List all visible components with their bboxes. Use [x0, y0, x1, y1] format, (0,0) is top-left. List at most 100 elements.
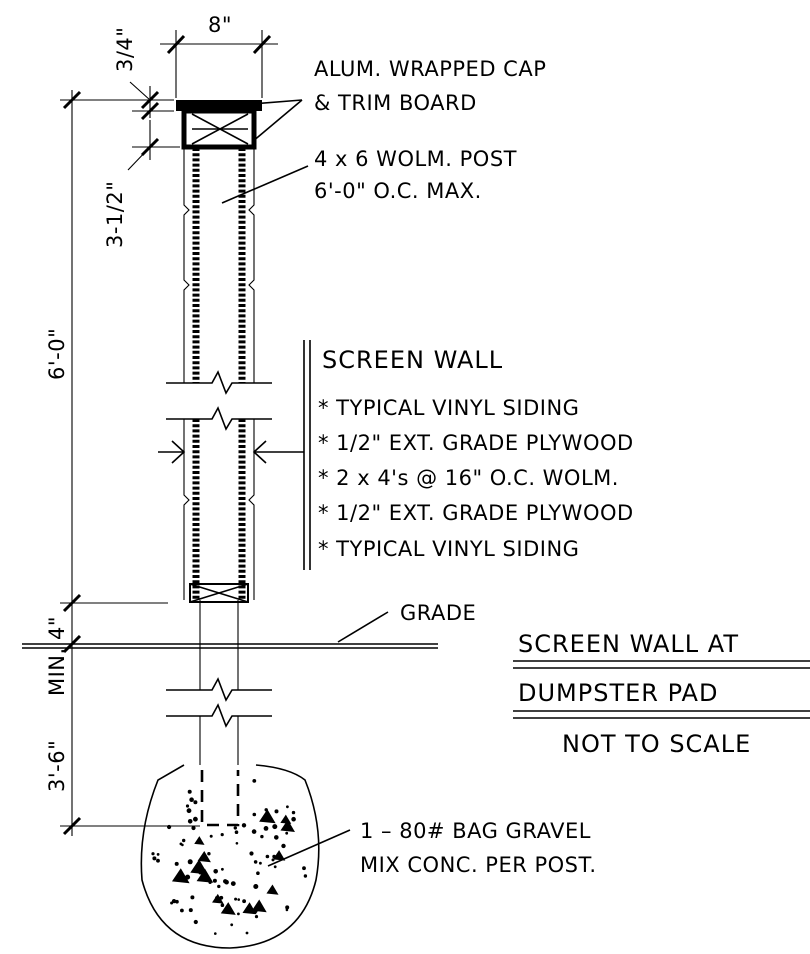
gravel-dot: [230, 881, 236, 886]
bottom-plate: [189, 583, 249, 603]
gravel-stone: [196, 868, 214, 883]
gravel-dot: [253, 884, 259, 889]
dim-trim-height-label: 3-1/2": [103, 181, 127, 248]
dim-embed-min-label: MIN.: [45, 647, 69, 696]
gravel-dot: [187, 859, 193, 865]
gravel-stone: [220, 902, 236, 915]
dim-cap-thickness-label: 3/4": [113, 27, 137, 72]
section-layer-3: * 2 x 4's @ 16" O.C. WOLM.: [318, 466, 619, 490]
post-dashed-outline: [200, 770, 240, 827]
gravel-dot: [186, 808, 192, 814]
gravel-dot: [182, 838, 186, 843]
gravel-dot: [212, 878, 217, 883]
concrete-footing: [140, 764, 320, 949]
gravel-dot: [241, 823, 247, 828]
gravel-stone: [212, 893, 224, 904]
gravel-dot: [213, 869, 218, 874]
gravel-dot: [273, 865, 277, 869]
gravel-dot: [193, 919, 198, 925]
wall-break-lines: [166, 370, 272, 431]
gravel-dot: [224, 879, 229, 885]
footing-outline: [140, 764, 320, 949]
gravel-dot: [189, 797, 194, 802]
gravel-dot: [220, 833, 224, 837]
gravel-stone: [242, 902, 257, 915]
gravel-dot: [235, 842, 239, 845]
callout-cap-line1: ALUM. WRAPPED CAP: [314, 57, 546, 81]
gravel-dot: [191, 825, 196, 831]
gravel-dot: [207, 852, 211, 856]
gravel-dot: [291, 816, 296, 822]
callout-post-line1: 4 x 6 WOLM. POST: [314, 147, 517, 171]
dim-left-vertical: [60, 81, 200, 836]
wall-upper-section: [183, 148, 255, 383]
siding-right-upper: [248, 148, 255, 383]
wall-thickness-arrows: [158, 440, 304, 464]
gravel-dot: [281, 843, 286, 849]
title-line1: SCREEN WALL AT: [518, 630, 739, 658]
siding-left-upper: [183, 148, 190, 383]
siding-right-lower: [248, 419, 255, 600]
gravel-dot: [285, 831, 289, 835]
dim-embed-depth-label: 3'-6": [45, 740, 69, 792]
cap-assembly: [176, 100, 262, 150]
gravel-dot: [252, 812, 257, 817]
gravel-dot: [259, 861, 262, 865]
gravel-dot: [193, 816, 198, 822]
gravel-dot: [237, 912, 240, 916]
gravel-stone: [197, 850, 211, 863]
section-layer-2: * 1/2" EXT. GRADE PLYWOOD: [318, 431, 634, 455]
gravel-dot: [234, 897, 238, 901]
gravel-dot: [263, 826, 269, 831]
section-layer-4: * 1/2" EXT. GRADE PLYWOOD: [318, 501, 634, 525]
gravel-dot: [274, 835, 279, 840]
gravel-aggregate: [151, 779, 308, 935]
gravel-dot: [254, 915, 259, 919]
gravel-dot: [190, 895, 195, 900]
gravel-dot: [209, 834, 213, 838]
post-embedded: [166, 600, 272, 827]
grade-line: [22, 611, 438, 649]
gravel-stone: [259, 809, 276, 824]
title-scale: NOT TO SCALE: [562, 730, 751, 758]
gravel-dot: [233, 826, 237, 830]
gravel-dot: [249, 851, 254, 856]
callout-footing-line1: 1 – 80# BAG GRAVEL: [360, 819, 591, 843]
gravel-dot: [234, 830, 239, 834]
gravel-dot: [187, 789, 192, 794]
wall-lower-section: [183, 419, 255, 603]
trim-board: [181, 108, 257, 150]
gravel-stone: [280, 814, 292, 824]
dim-cap-width-label: 8": [208, 13, 232, 37]
gravel-dot: [256, 871, 260, 875]
gravel-dot: [214, 932, 217, 935]
gravel-dot: [274, 809, 279, 814]
siding-left-lower: [183, 419, 190, 600]
gravel-stone: [266, 884, 279, 895]
gravel-stone: [272, 850, 286, 861]
gravel-dot: [286, 805, 289, 809]
gravel-dot: [156, 853, 160, 856]
section-layer-5: * TYPICAL VINYL SIDING: [318, 537, 579, 561]
callout-footing-line2: MIX CONC. PER POST.: [360, 853, 597, 877]
gravel-dot: [188, 908, 193, 913]
gravel-stone: [194, 836, 205, 845]
gravel-dot: [265, 854, 270, 859]
section-layer-1: * TYPICAL VINYL SIDING: [318, 396, 579, 420]
callout-post-line2: 6'-0" O.C. MAX.: [314, 179, 482, 203]
gravel-dot: [174, 861, 179, 866]
gravel-dot: [156, 858, 160, 863]
callout-grade: GRADE: [400, 601, 476, 625]
gravel-dot: [221, 867, 224, 871]
gravel-stone: [171, 868, 190, 884]
gravel-dot: [185, 804, 190, 808]
section-title: SCREEN WALL: [322, 346, 503, 374]
callout-cap-line2: & TRIM BOARD: [314, 91, 477, 115]
gravel-dot: [272, 824, 278, 830]
gravel-dot: [179, 842, 183, 846]
dim-grade-gap-label: 4": [45, 616, 69, 640]
title-line2: DUMPSTER PAD: [518, 679, 718, 707]
gravel-dot: [237, 898, 240, 901]
gravel-dot: [251, 829, 257, 834]
gravel-dot: [171, 899, 177, 904]
